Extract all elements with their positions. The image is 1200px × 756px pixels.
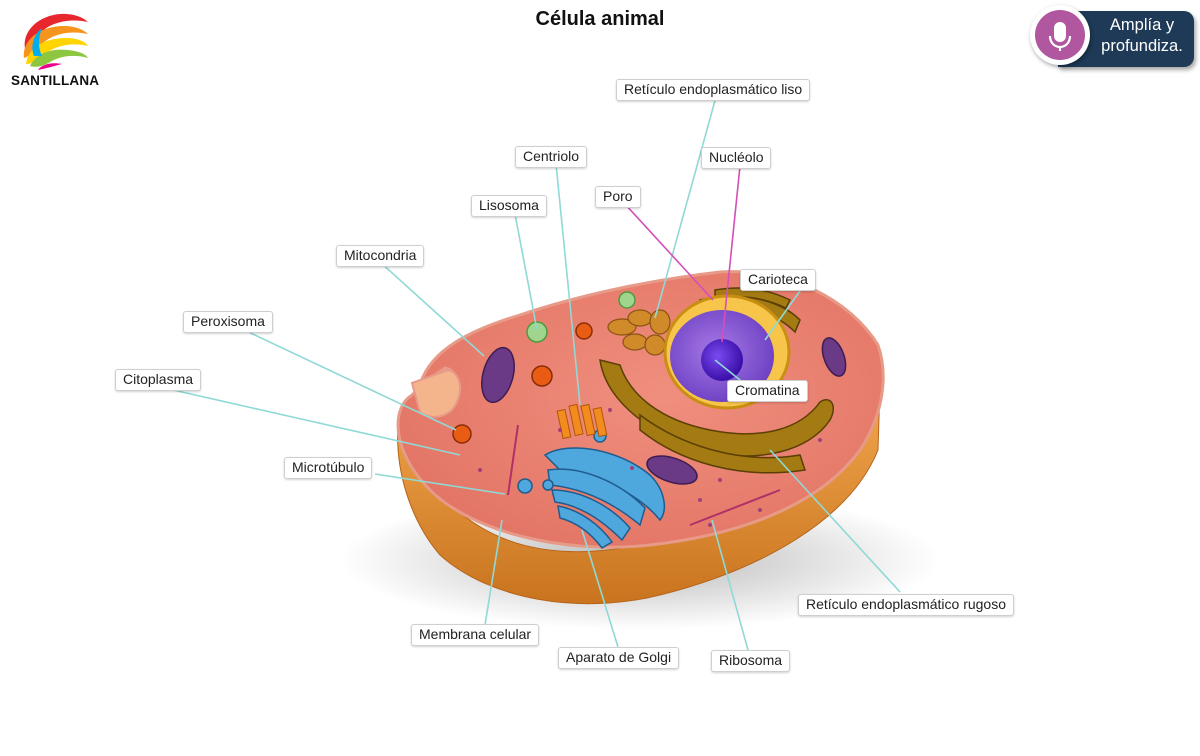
page-title: Célula animal	[535, 8, 665, 30]
amplia-button-label: Amplía y profundiza.	[1101, 16, 1183, 55]
label-lisosoma[interactable]: Lisosoma	[471, 195, 547, 217]
label-membrana-celular[interactable]: Membrana celular	[411, 624, 540, 646]
ribosomes	[478, 408, 822, 527]
label-citoplasma[interactable]: Citoplasma	[115, 369, 202, 391]
leader-lines	[159, 96, 901, 651]
label-carioteca[interactable]: Carioteca	[740, 269, 816, 291]
leader-lines-pink	[623, 165, 741, 343]
label-poro[interactable]: Poro	[595, 186, 641, 208]
brand-name: SANTILLANA	[11, 73, 100, 88]
amplia-circle	[1030, 5, 1090, 65]
mitochondria	[481, 337, 847, 485]
label-cromatina[interactable]: Cromatina	[727, 380, 808, 402]
microphone-icon	[1048, 22, 1072, 51]
label-reticulo-rugoso[interactable]: Retículo endoplasmático rugoso	[798, 594, 1015, 616]
label-aparato-golgi[interactable]: Aparato de Golgi	[558, 647, 680, 669]
label-peroxisoma[interactable]: Peroxisoma	[183, 311, 273, 333]
label-nucleolo[interactable]: Nucléolo	[701, 147, 772, 169]
santillana-logo	[23, 13, 88, 70]
microtubules	[507, 424, 781, 526]
label-reticulo-liso[interactable]: Retículo endoplasmático liso	[616, 79, 811, 101]
label-mitocondria[interactable]: Mitocondria	[336, 245, 425, 267]
label-ribosoma[interactable]: Ribosoma	[711, 650, 791, 672]
amplia-inner-circle	[1035, 10, 1085, 60]
golgi-apparatus	[517, 429, 666, 549]
centriole	[556, 403, 608, 440]
cell-cutaway-notch	[410, 368, 462, 418]
cell-membrane-body	[397, 384, 881, 605]
nucleolus	[701, 339, 743, 381]
label-microtubulo[interactable]: Microtúbulo	[284, 457, 373, 479]
lysosomes	[526, 291, 636, 343]
label-centriolo[interactable]: Centriolo	[515, 146, 588, 168]
amplia-profundiza-button[interactable]: Amplía y profundiza.	[1030, 5, 1194, 69]
peroxisomes	[452, 322, 593, 444]
